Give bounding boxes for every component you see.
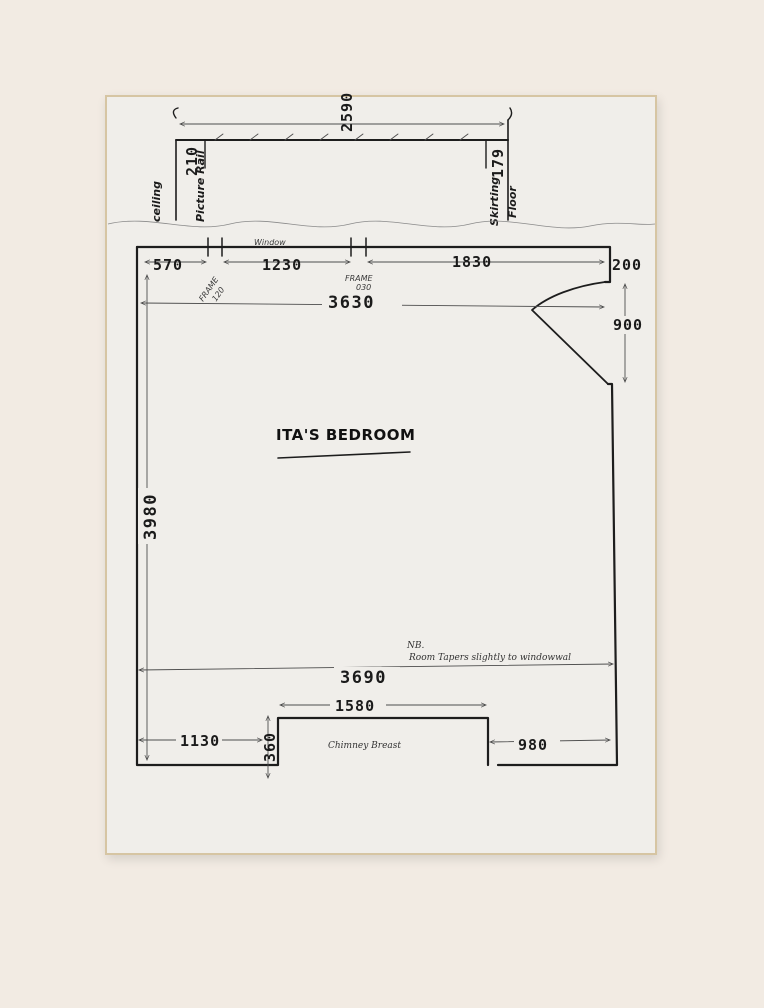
floor-break-mark: [507, 107, 513, 121]
wall-section-detail: 2590 210 179 ceiling Picture Rail Skirti…: [107, 92, 656, 229]
title-underline: [277, 451, 411, 459]
window-label: Window: [254, 238, 286, 247]
picture-rail-value: 210: [183, 146, 201, 176]
section-break-wave: [107, 220, 656, 229]
bottom-width-value: 3690: [340, 668, 387, 688]
window-width-value: 1230: [262, 256, 302, 274]
top-wall: [135, 245, 612, 284]
note-label: NB.: [406, 641, 424, 651]
skirting-label: Skirting: [488, 177, 501, 226]
left-height-label-bg: [138, 488, 158, 544]
room-plan: Window FRAME 120 FRAME 030 570 1230 1830…: [135, 237, 643, 778]
right-wall: [496, 382, 619, 767]
section-hatching: [214, 133, 469, 141]
height-total-value: 2590: [338, 92, 356, 132]
chimney-depth-value: 360: [261, 732, 279, 762]
door-dim-label-bg: [612, 316, 642, 334]
top-width-label-bg: [322, 292, 402, 312]
ceiling-break-mark: [172, 107, 179, 119]
note-text: Room Tapers slightly to windowwal: [408, 653, 571, 663]
bottom-left-segment-value: 1130: [180, 732, 220, 750]
frame-right-value: 030: [356, 283, 371, 292]
chimney-width-label-bg: [330, 697, 386, 715]
left-height-value: 3980: [141, 493, 161, 540]
picture-rail-label: Picture Rail: [194, 150, 207, 222]
chimney-width-value: 1580: [335, 697, 375, 715]
bottom-width-label-bg: [334, 667, 400, 687]
skirting-value: 179: [489, 148, 507, 178]
bottom-right-label-bg: [514, 734, 560, 751]
top-left-segment-value: 570: [153, 256, 183, 274]
door-span-value: 900: [613, 316, 643, 334]
bottom-left-label-bg: [176, 732, 222, 749]
right-offset-value: 200: [612, 256, 642, 274]
window-frame-marks: [207, 237, 367, 257]
top-width-value: 3630: [328, 293, 375, 313]
door-swing: [531, 281, 609, 385]
frame-right-label: FRAME: [345, 274, 374, 283]
bottom-right-segment-value: 980: [518, 736, 548, 754]
top-right-segment-value: 1830: [452, 253, 492, 271]
floor-label: Floor: [506, 186, 519, 218]
chimney-breast-label: Chimney Breast: [328, 741, 401, 751]
ceiling-label: ceiling: [150, 181, 163, 222]
room-title: ITA'S BEDROOM: [276, 426, 416, 444]
drawing-board: [105, 95, 657, 855]
left-and-chimney-wall: [135, 245, 490, 767]
